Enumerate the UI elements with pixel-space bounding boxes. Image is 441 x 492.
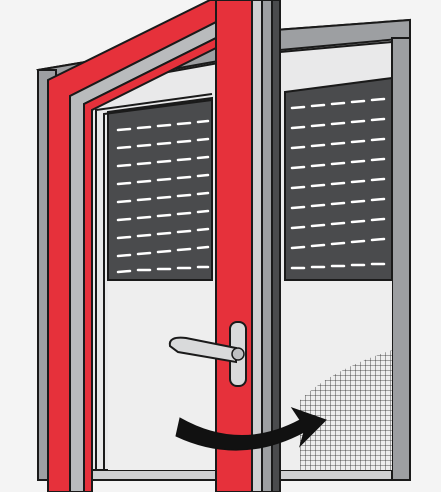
red-sash-post xyxy=(216,0,280,492)
